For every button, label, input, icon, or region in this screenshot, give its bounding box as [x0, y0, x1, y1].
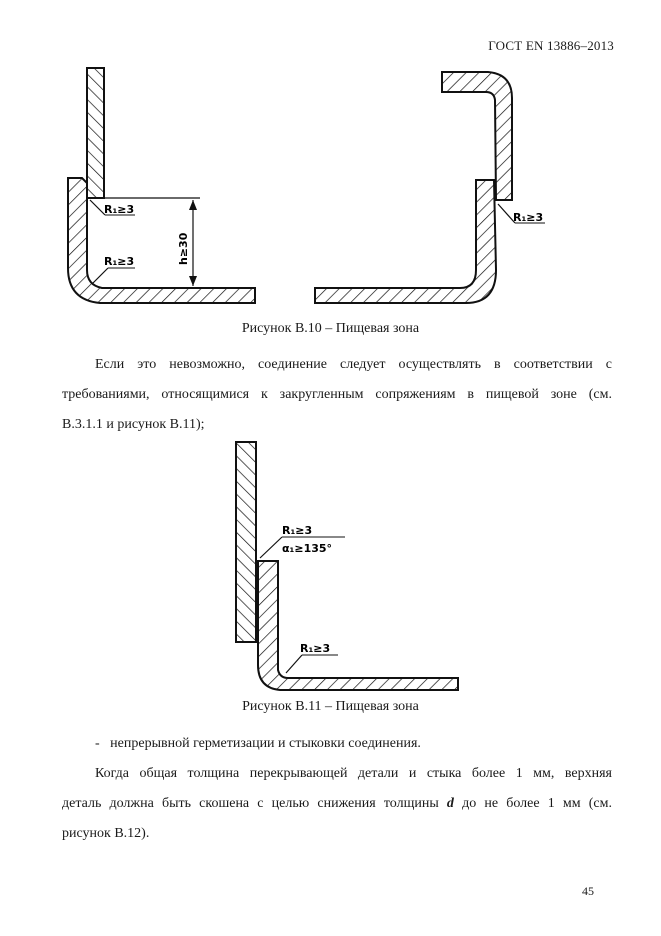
paragraph-line: В.3.1.1 и рисунок В.11);	[62, 417, 205, 432]
paragraph-line: Когда общая толщина перекрывающей детали…	[95, 766, 612, 781]
text-segment: до не более 1 мм (см.	[453, 796, 613, 811]
paragraph-line: рисунок В.12).	[62, 826, 150, 841]
figure-b10-right-drawing: R₁≥3	[300, 60, 560, 320]
paragraph-line: требованиями, относящимися к закругленны…	[62, 387, 612, 402]
list-item-sealing: - непрерывной герметизации и стыковки со…	[62, 729, 612, 759]
angle-label: α₁≥135°	[282, 542, 332, 555]
paragraph-bevel-requirement: Когда общая толщина перекрывающей детали…	[62, 759, 612, 849]
paragraph-line: деталь должна быть скошена с целью сниже…	[62, 789, 612, 819]
figure-b10-caption: Рисунок В.10 – Пищевая зона	[241, 321, 420, 336]
text-segment: деталь должна быть скошена с целью сниже…	[62, 796, 447, 811]
variable-d: d	[446, 796, 454, 811]
height-label: h≥30	[177, 232, 190, 265]
radius-label-top: R₁≥3	[104, 203, 134, 216]
radius-label: R₁≥3	[513, 211, 543, 224]
list-bullet: -	[95, 736, 100, 751]
radius-label-top: R₁≥3	[282, 524, 312, 537]
radius-label-bottom: R₁≥3	[104, 255, 134, 268]
page-number: 45	[582, 884, 594, 898]
figure-b11-caption: Рисунок В.11 – Пищевая зона	[242, 699, 419, 714]
document-header-standard: ГОСТ EN 13886–2013	[488, 38, 614, 53]
list-item-text: непрерывной герметизации и стыковки соед…	[110, 736, 421, 751]
paragraph-rounded-joints: Если это невозможно, соединение следует …	[62, 350, 612, 440]
figure-b11-drawing: R₁≥3 α₁≥135° R₁≥3	[220, 440, 470, 700]
radius-label-bottom: R₁≥3	[300, 642, 330, 655]
paragraph-line: Если это невозможно, соединение следует …	[95, 357, 612, 372]
figure-b10-left-drawing: h≥30 R₁≥3 R₁≥3	[60, 60, 270, 320]
